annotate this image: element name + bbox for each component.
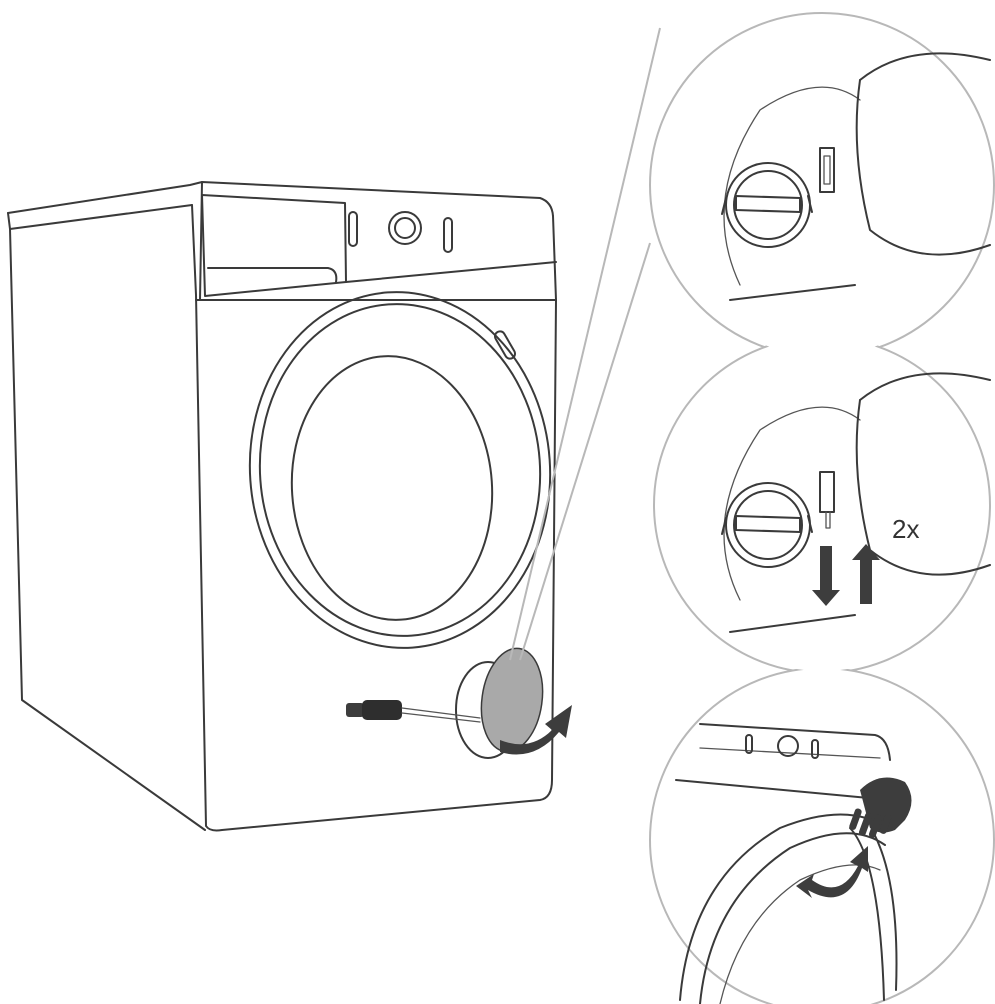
rotate-arrow-icon: [500, 705, 572, 755]
callout-bubbles: [509, 12, 995, 1004]
up-down-arrows-icon: [812, 544, 880, 606]
screwdriver: [346, 700, 481, 723]
washing-machine: [7, 181, 557, 832]
repeat-count-label: 2x: [892, 514, 920, 544]
rotate-arrow-icon: [796, 846, 868, 898]
step-1-detail: [721, 52, 991, 301]
hand-icon: [849, 777, 912, 838]
